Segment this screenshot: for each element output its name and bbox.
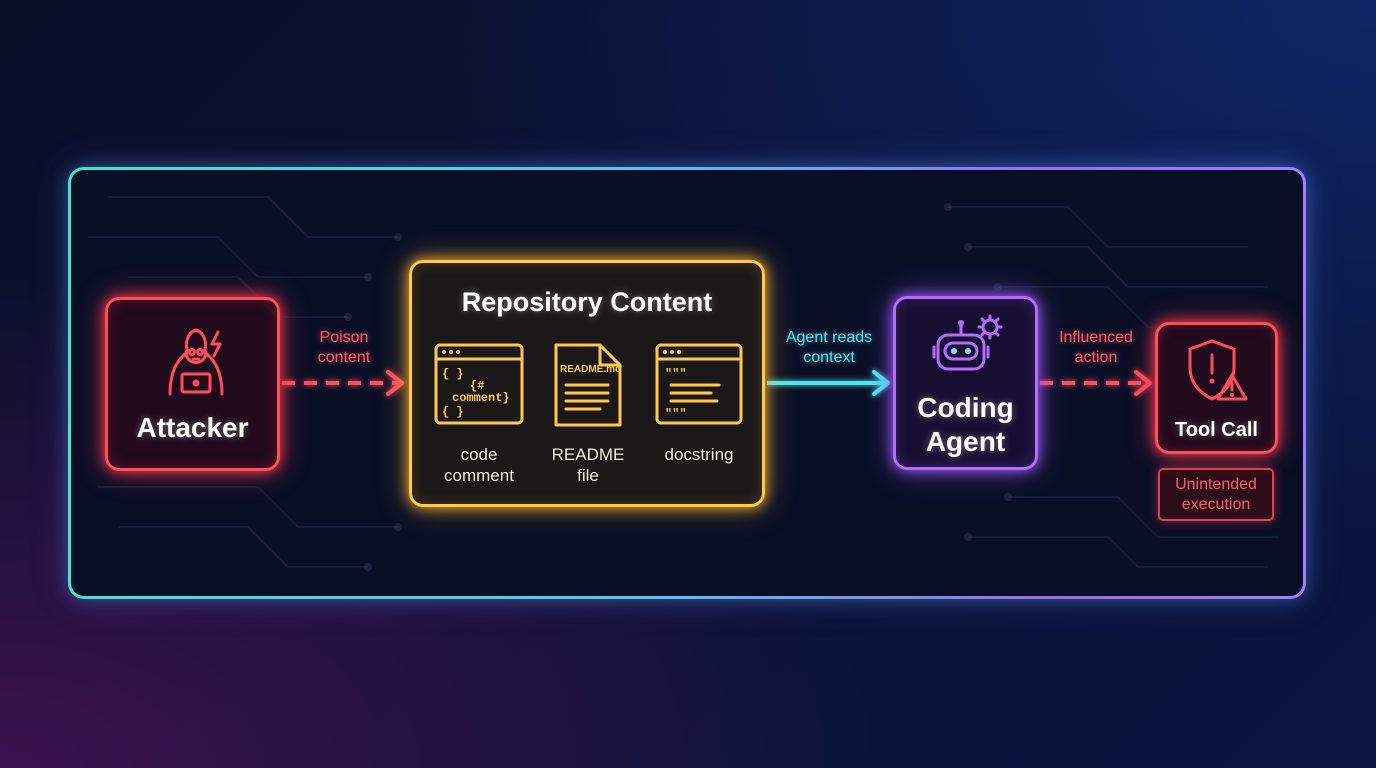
document-icon: README.md <box>554 343 622 427</box>
unintended-execution-badge: Unintended execution <box>1158 468 1274 521</box>
docstring-snippet-top: """ <box>665 367 687 381</box>
code-snippet-word: comment} <box>452 391 510 405</box>
repository-title: Repository Content <box>461 287 713 317</box>
docstring-snippet-bottom: """ <box>665 407 687 421</box>
shield-warning-icon <box>1188 339 1248 401</box>
tool-call-label: Tool Call <box>1175 419 1258 441</box>
code-snippet-bottom: { } <box>442 405 464 419</box>
hacker-icon <box>168 328 224 396</box>
edge-label-influenced-action: Influenced action <box>1059 329 1133 366</box>
repository-content-node: Repository Content { } {# comment} { } c… <box>409 260 765 507</box>
edge-label-poison: Poison content <box>317 329 371 366</box>
coding-agent-label: Coding Agent <box>917 392 1014 457</box>
robot-icon <box>932 314 1003 371</box>
unintended-execution-label: Unintended execution <box>1175 475 1257 513</box>
docstring-label: docstring <box>664 445 734 464</box>
code-comment-label: code comment <box>444 445 514 485</box>
readme-filename: README.md <box>560 364 621 375</box>
code-snippet-top: { } <box>442 367 464 381</box>
readme-file-label: README file <box>551 445 625 485</box>
edge-label-reads-context: Agent reads context <box>785 329 873 366</box>
attacker-node: Attacker <box>105 297 280 471</box>
code-window-icon: { } {# comment} { } <box>434 343 524 425</box>
tool-call-node: Tool Call <box>1155 322 1278 454</box>
coding-agent-node: Coding Agent <box>893 296 1038 470</box>
code-snippet-mid: {# <box>470 379 484 393</box>
docstring-window-icon: """ """ <box>655 343 743 425</box>
attacker-label: Attacker <box>136 412 249 443</box>
